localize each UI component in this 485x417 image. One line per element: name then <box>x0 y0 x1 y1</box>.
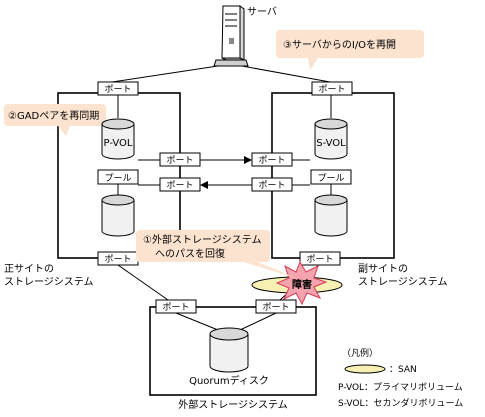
port-label: ポート <box>306 254 333 265</box>
connection-lines <box>111 63 332 301</box>
callout-step2-text: ②GADペアを再同期 <box>8 110 99 122</box>
callout-step1-line2: へのパスを回復 <box>155 247 225 260</box>
primary-site-label-line2: ストレージシステム <box>4 276 94 288</box>
svol-volume <box>314 118 348 160</box>
quorum-label: Quorumディスク <box>189 374 269 387</box>
arrow-left-icon <box>200 181 252 189</box>
callout-step2: ②GADペアを再同期 <box>4 104 106 136</box>
port-label: ポート <box>104 84 131 95</box>
legend-title: （凡例） <box>342 347 378 359</box>
port-label: ポート <box>318 84 345 95</box>
port-secondary-host <box>311 81 353 96</box>
port-label: ポート <box>262 302 289 313</box>
secondary-site-label-line1: 副サイトの <box>358 263 408 275</box>
secondary-site-label-line2: ストレージシステム <box>358 276 448 288</box>
server-label: サーバ <box>247 6 277 18</box>
pool-volume-secondary <box>314 194 348 237</box>
port-label: ポート <box>258 155 285 166</box>
external-storage-label: 外部ストレージシステム <box>178 398 288 411</box>
primary-site-label-line1: 正サイトの <box>4 263 54 275</box>
pool-volume-primary <box>101 194 135 237</box>
callout-step3-text: ③サーバからのI/Oを再開 <box>283 39 396 51</box>
arrow-right-icon <box>200 156 252 164</box>
callout-step1: ①外部ストレージシステム へのパスを回復 <box>136 230 296 278</box>
server-icon <box>213 5 249 67</box>
legend-san-icon <box>344 364 386 374</box>
port-secondary-external <box>299 251 341 266</box>
port-secondary-remote-1 <box>251 152 293 167</box>
pvol-volume <box>101 118 135 160</box>
pool-label: プール <box>317 173 344 184</box>
pvol-label: P-VOL <box>104 138 133 149</box>
port-label: ポート <box>166 155 193 166</box>
port-primary-host <box>97 81 139 96</box>
legend-pvol: P-VOL：プライマリボリューム <box>338 382 463 393</box>
port-label: ポート <box>162 302 189 313</box>
callout-step3: ③サーバからのI/Oを再開 <box>276 30 424 70</box>
legend-svol: S-VOL：セカンダリボリューム <box>338 397 463 409</box>
failure-label: 障害 <box>292 278 312 291</box>
port-primary-remote-2 <box>159 177 201 192</box>
external-storage-system <box>149 306 317 396</box>
failure-burst-icon <box>275 260 328 306</box>
svol-label: S-VOL <box>316 138 346 149</box>
pool-label: プール <box>104 173 131 184</box>
port-label: ポート <box>166 180 193 191</box>
callout-step1-line1: ①外部ストレージシステム <box>143 233 261 246</box>
port-label: ポート <box>258 180 285 191</box>
legend: （凡例） ：SAN P-VOL：プライマリボリューム S-VOL：セカンダリボリ… <box>338 347 463 409</box>
port-label: ポート <box>104 254 131 265</box>
legend-san: ：SAN <box>389 365 417 375</box>
quorum-disk <box>209 327 249 373</box>
